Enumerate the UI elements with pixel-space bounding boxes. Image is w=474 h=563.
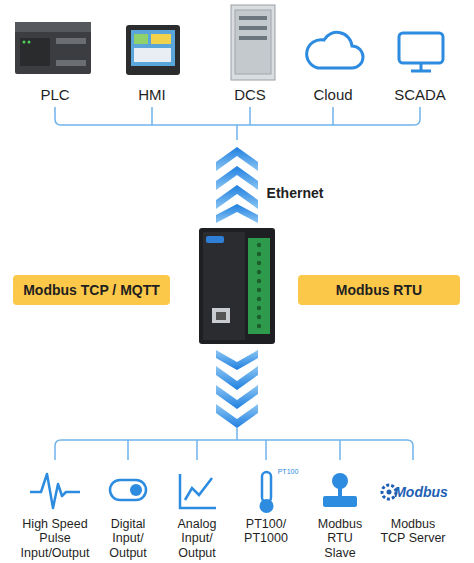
device-logo (206, 236, 224, 243)
plc-body (15, 22, 91, 74)
text-label: Analog Input/ Output (172, 517, 222, 560)
valve-gauge (332, 473, 348, 489)
text-label: High Speed Pulse Input/Output (15, 517, 95, 560)
hmi-widget (134, 34, 148, 44)
text-label: PT100 (273, 468, 303, 476)
io-device (199, 228, 275, 344)
hmi-frame (126, 25, 180, 75)
switch-icon (110, 480, 146, 500)
text-label: Ethernet (255, 185, 335, 201)
ethernet-port (212, 308, 230, 323)
chart-axes (180, 474, 216, 508)
plc-panel (20, 38, 50, 66)
terminal-screws (257, 243, 261, 328)
switch-knob (130, 484, 142, 496)
plc-led (28, 41, 31, 44)
plc-icon (15, 22, 91, 74)
text-label: DCS (215, 86, 285, 103)
text-label: Digital Input/ Output (103, 517, 153, 560)
text-label: PLC (20, 86, 90, 103)
chevron (216, 385, 258, 409)
text-label: Modbus (391, 484, 451, 500)
text-label: PT100/ PT1000 (240, 517, 292, 546)
modbus-logo-gear (382, 485, 396, 499)
monitor-screen (399, 33, 443, 63)
chevron (216, 404, 258, 428)
protocol-tag: Modbus TCP / MQTT (13, 275, 170, 305)
cabinet-rail (239, 26, 267, 30)
gear (382, 485, 396, 499)
down-arrow (216, 350, 258, 428)
tag-text: Modbus RTU (336, 282, 422, 298)
cabinet-rail (239, 36, 267, 40)
valve-stem (338, 488, 342, 496)
hmi-icon (126, 25, 180, 75)
bus-bracket (55, 428, 413, 460)
up-arrow (216, 147, 258, 223)
monitor-stand (411, 63, 431, 71)
dcs-icon (231, 5, 275, 80)
chart-line (185, 478, 212, 500)
hmi-widget (151, 34, 171, 44)
cabinet-rail (239, 16, 267, 20)
hmi-widget (134, 48, 171, 62)
cabinet-body (231, 5, 275, 80)
ethernet-socket (216, 312, 226, 320)
text-label: Cloud (298, 86, 368, 103)
gear-hub (387, 490, 392, 495)
tag-text: Modbus TCP / MQTT (23, 282, 160, 298)
chevron (216, 204, 258, 223)
cabinet-door (235, 10, 271, 74)
pulse-icon (30, 474, 80, 508)
thermo-bulb (260, 499, 274, 513)
chevron (216, 366, 258, 390)
protocol-tag: Modbus RTU (298, 275, 460, 305)
thermometer-icon (260, 472, 274, 513)
text-label: Modbus RTU Slave (310, 517, 370, 560)
monitor-icon (399, 33, 443, 71)
plc-top (15, 22, 91, 32)
text-label: HMI (117, 86, 187, 103)
analog-icon (180, 474, 216, 508)
valve-icon (323, 473, 357, 507)
text-label: SCADA (385, 86, 455, 103)
device-body (199, 228, 275, 344)
plc-terminal (56, 60, 86, 66)
bus-bracket (55, 107, 420, 140)
cloud-icon (307, 32, 363, 68)
valve-pipe (323, 496, 357, 507)
text-label: Modbus TCP Server (380, 517, 446, 546)
terminal-strip (248, 238, 270, 334)
switch-track (110, 480, 146, 500)
hmi-screen (131, 30, 175, 66)
device-front (203, 232, 245, 340)
thermo-tube (262, 472, 271, 502)
plc-terminal (56, 38, 86, 44)
plc-led (23, 41, 26, 44)
chevron (216, 350, 258, 370)
